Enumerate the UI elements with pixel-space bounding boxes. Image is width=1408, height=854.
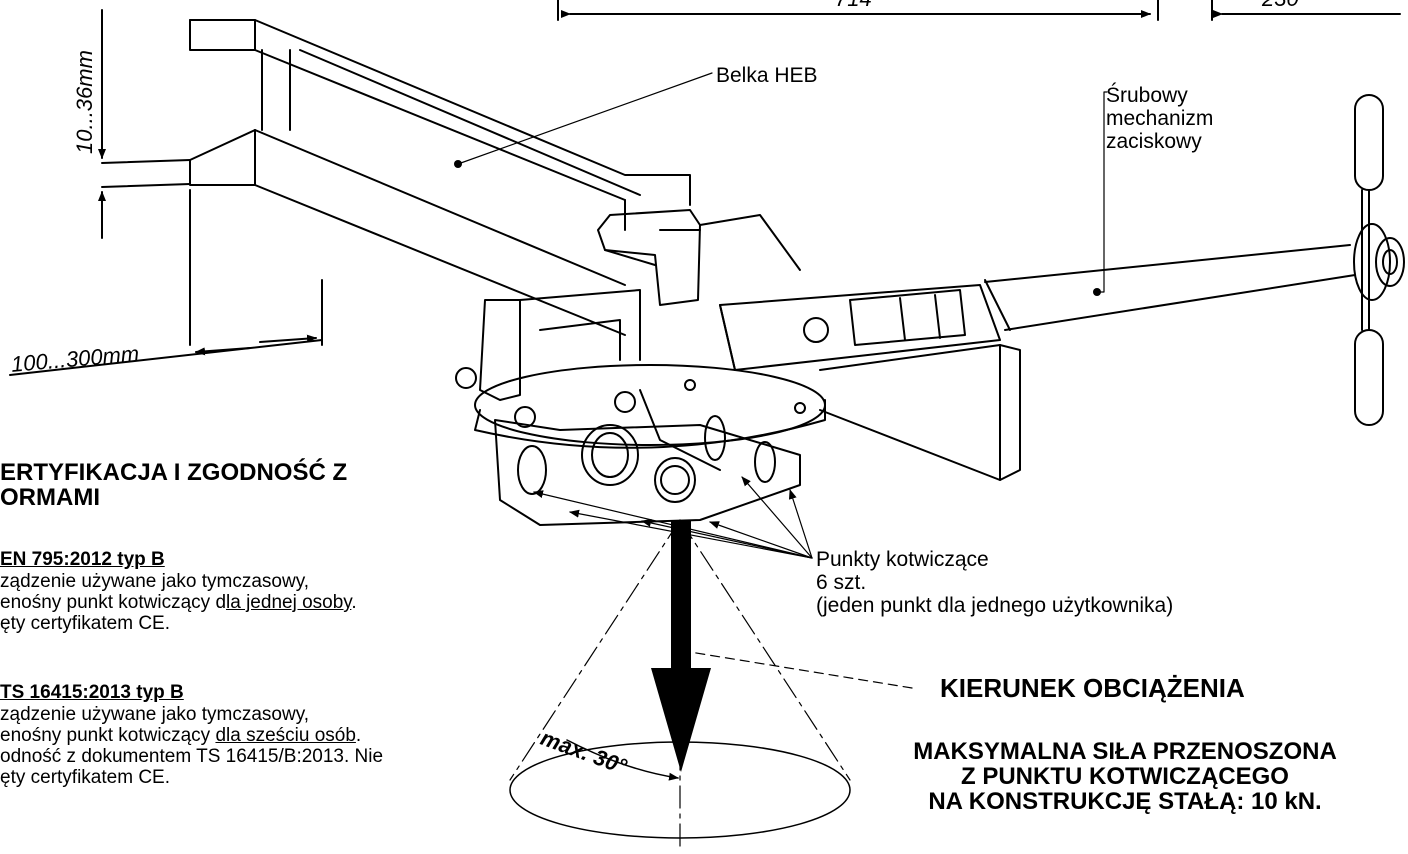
standard-title: EN 795:2012 typ B [0,549,165,570]
label-anchor-points: Punkty kotwiczące 6 szt. (jeden punkt dl… [816,548,1173,617]
label-anchor-line-3: (jeden punkt dla jednego użytkownika) [816,594,1174,617]
dimension-top-right: 230 [1262,0,1299,12]
standard-line-2: enośny punkt kotwiczący dla sześciu osób… [0,725,383,746]
load-direction-arrow [651,520,711,772]
lower-rail [819,344,1021,481]
max-force-line-2: Z PUNKTU KOTWICZĄCEGO [961,763,1289,790]
line-2-underlined: la jednej osoby [226,592,352,613]
standard-line-2: enośny punkt kotwiczący dla jednej osoby… [0,592,357,613]
standard-ts16415: TS 16415:2013 typ B ządzenie używane jak… [0,682,383,788]
heb-beam [189,19,691,336]
standard-line-3: ęty certyfikatem CE. [0,613,170,634]
screw-handle [1353,94,1405,426]
screw-leader-dot [1093,288,1101,296]
dimension-beam-width [9,189,323,376]
label-anchor-line-1: Punkty kotwiczące [816,548,989,571]
cert-heading-line-2: ORMAMI [0,484,100,511]
label-anchor-line-2: 6 szt. [816,571,867,594]
label-load-direction: KIERUNEK OBCIĄŻENIA [940,673,1245,703]
dimension-flange-thickness: 10...36mm [72,50,97,154]
certification-heading: ERTYFIKACJA I ZGODNOŚĆ Z ORMAMI [0,460,347,510]
label-beam: Belka HEB [716,64,818,87]
screw-mechanism-tube [719,244,1356,371]
standard-en795: EN 795:2012 typ B ządzenie używane jako … [0,549,357,634]
label-screw-line-2: mechanizm [1106,107,1214,130]
line-2-underlined: dla sześciu osób [215,725,356,746]
anchor-plate [455,364,826,449]
standard-line-3: odność z dokumentem TS 16415/B:2013. Nie [0,746,384,767]
label-screw-line-3: zaciskowy [1106,130,1202,153]
line-2-text: enośny punkt kotwiczący [0,725,216,746]
label-screw-line-1: Śrubowy [1106,84,1188,107]
clamp-body [479,209,801,401]
anchor-block [494,389,801,526]
standard-line-4: ęty certyfikatem CE. [0,767,170,788]
dimension-line-top-length [557,0,1159,21]
label-screw-mechanism: Śrubowy mechanizm zaciskowy [1106,84,1213,153]
cert-heading-line-1: ERTYFIKACJA I ZGODNOŚĆ Z [0,459,348,486]
beam-leader-dot [454,160,462,168]
line-2-end: . [351,592,357,613]
line-2-text: enośny punkt kotwiczący d [0,592,227,613]
label-max-force: MAKSYMALNA SIŁA PRZENOSZONA Z PUNKTU KOT… [842,739,1408,814]
max-force-line-1: MAKSYMALNA SIŁA PRZENOSZONA [913,738,1337,765]
dimension-flange-thickness [98,9,191,239]
max-force-line-3: NA KONSTRUKCJĘ STAŁĄ: 10 kN. [928,788,1322,815]
standard-title: TS 16415:2013 typ B [0,682,184,703]
dimension-top-length: 714 [835,0,872,12]
standard-line-1: ządzenie używane jako tymczasowy, [0,571,310,592]
line-2-end: . [355,725,362,746]
dimension-line-top-right [1211,0,1401,21]
standard-line-1: ządzenie używane jako tymczasowy, [0,704,310,725]
